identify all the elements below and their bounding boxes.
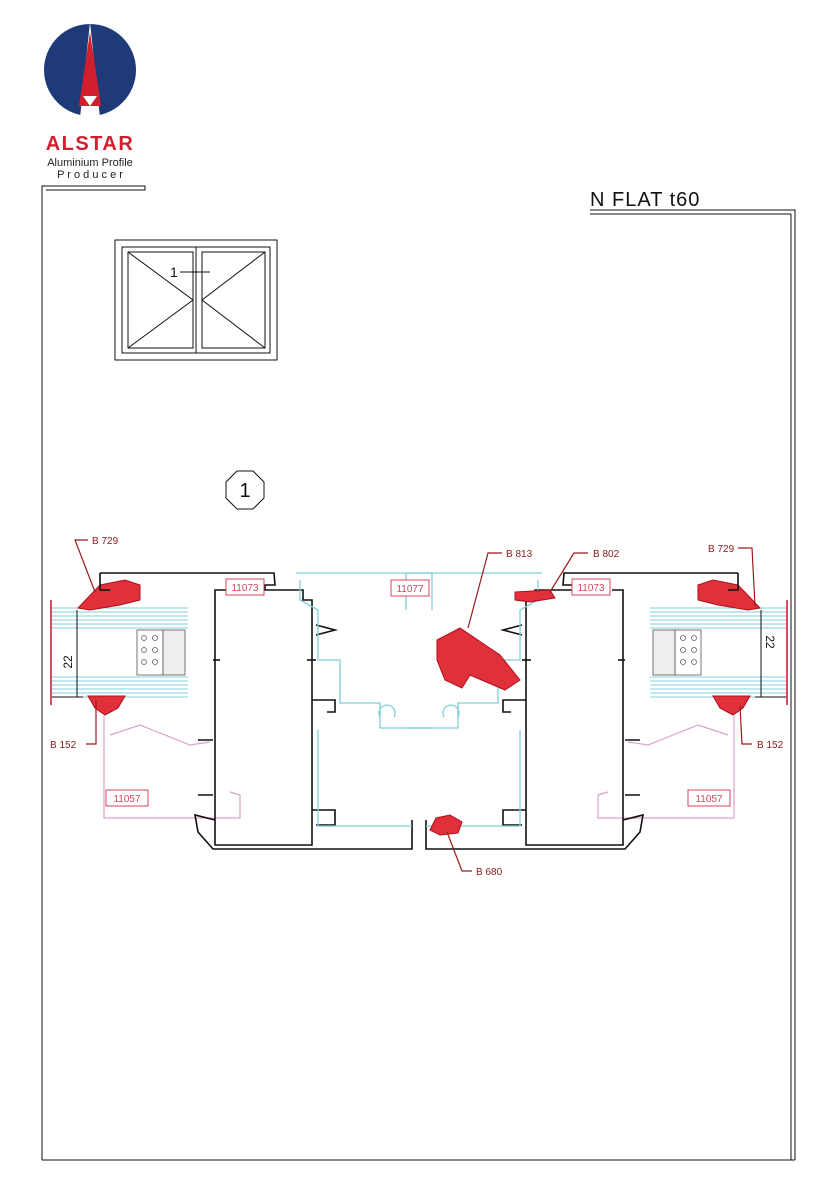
svg-text:B 802: B 802: [593, 549, 620, 560]
svg-text:B 813: B 813: [506, 549, 533, 560]
gasket-b813: [436, 627, 521, 691]
svg-text:11073: 11073: [577, 583, 605, 594]
glass-unit: [50, 600, 188, 705]
elevation-section-ref: 1: [170, 264, 178, 280]
svg-text:B 729: B 729: [92, 536, 119, 547]
svg-text:11073: 11073: [231, 583, 259, 594]
logo-brand: ALSTAR: [46, 133, 135, 155]
label-b152-right: B 152: [739, 705, 784, 751]
profile-code-11073-left: 11073: [225, 578, 265, 596]
label-b813: B 813: [467, 549, 533, 629]
svg-text:B 680: B 680: [476, 867, 503, 878]
label-b729-left: B 729: [74, 536, 119, 593]
window-elevation: 1: [114, 239, 278, 361]
sheet-border: N FLAT t60: [42, 189, 796, 1161]
section-marker-number: 1: [239, 480, 250, 502]
label-b680: B 680: [446, 831, 503, 878]
alstar-logo: ALSTAR Aluminium Profile P r o d u c e r: [41, 22, 146, 1160]
profile-code-11057-left: 11057: [105, 789, 149, 807]
profile-code-11073-right: 11073: [571, 578, 611, 596]
logo-tagline-2: P r o d u c e r: [57, 169, 123, 181]
svg-text:11057: 11057: [113, 794, 141, 805]
glass-dimension-right: 22: [763, 635, 777, 649]
label-b729-right: B 729: [708, 544, 756, 607]
svg-text:11057: 11057: [695, 794, 723, 805]
drawing-title: N FLAT t60: [590, 189, 700, 211]
section-marker: 1: [225, 470, 265, 510]
svg-text:B 152: B 152: [50, 740, 77, 751]
svg-text:B 152: B 152: [757, 740, 784, 751]
logo-tagline-1: Aluminium Profile: [47, 157, 133, 169]
section-right-half: [405, 572, 788, 850]
label-b152-left: B 152: [50, 700, 97, 751]
gasket-b802: [514, 589, 556, 603]
glass-dimension-left: 22: [61, 655, 75, 669]
profile-code-11077: 11077: [390, 579, 430, 597]
label-b802: B 802: [549, 549, 620, 593]
section-left-half: [50, 572, 433, 850]
svg-text:11077: 11077: [396, 584, 424, 595]
profile-code-11057-right: 11057: [687, 789, 731, 807]
svg-text:B 729: B 729: [708, 544, 735, 555]
gasket-b680: [429, 814, 463, 836]
